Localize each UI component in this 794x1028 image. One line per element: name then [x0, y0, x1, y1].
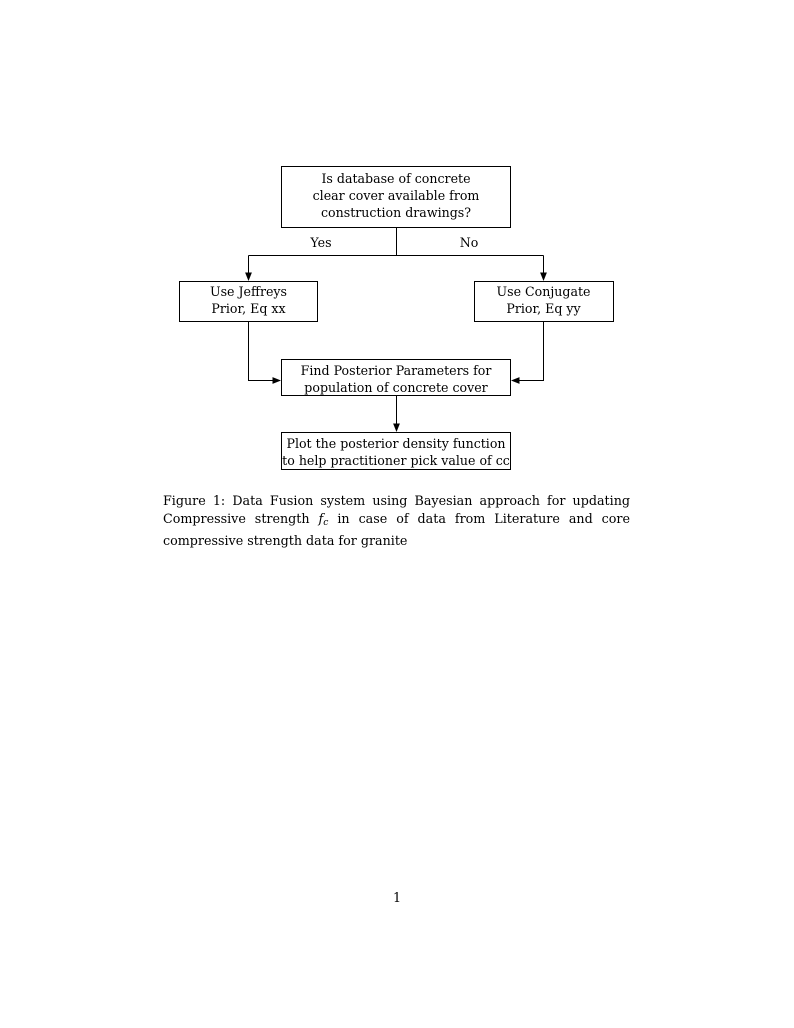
figure-1-flowchart: Is database of concrete clear cover avai…	[0, 0, 794, 490]
figure-caption: Figure 1: Data Fusion system using Bayes…	[163, 492, 630, 550]
node-jeffreys-box	[179, 281, 318, 322]
connector-jeffreys-to-posterior	[248, 322, 274, 381]
node-plot-box	[281, 432, 511, 470]
node-use-conjugate-prior[interactable]: Use Conjugate Prior, Eq yy	[474, 281, 614, 322]
edge-label-no: No	[460, 235, 479, 250]
node-conjugate-line-2: Prior, Eq yy	[506, 301, 581, 316]
page-number: 1	[392, 890, 402, 905]
node-jeffreys-line-2: Prior, Eq xx	[211, 301, 285, 316]
node-posterior-box	[281, 359, 511, 396]
node-use-jeffreys-prior[interactable]: Use Jeffreys Prior, Eq xx	[179, 281, 318, 322]
node-decision[interactable]: Is database of concrete clear cover avai…	[281, 166, 511, 228]
figure-caption-math-subscript: c	[323, 517, 329, 528]
arrowhead-into-conjugate	[540, 272, 547, 281]
connector-conjugate-to-posterior	[518, 322, 544, 381]
node-decision-line-3: construction drawings?	[321, 205, 471, 220]
node-plot-line-1: Plot the posterior density function	[286, 436, 505, 451]
edge-label-yes: Yes	[309, 235, 331, 250]
node-plot-line-2: to help practitioner pick value of cc	[282, 453, 510, 468]
arrowhead-into-jeffreys	[245, 272, 252, 281]
node-find-posterior-parameters[interactable]: Find Posterior Parameters for population…	[281, 359, 511, 396]
node-decision-line-2: clear cover available from	[313, 188, 480, 203]
node-decision-box	[281, 166, 511, 228]
node-conjugate-line-1: Use Conjugate	[497, 284, 591, 299]
arrowhead-posterior-right	[511, 377, 520, 384]
node-plot-posterior-density[interactable]: Plot the posterior density function to h…	[281, 432, 511, 470]
node-decision-line-1: Is database of concrete	[321, 171, 470, 186]
figure-caption-text-before: Data Fusion system using Bayesian approa…	[163, 493, 630, 526]
node-posterior-line-1: Find Posterior Parameters for	[301, 363, 493, 378]
node-jeffreys-line-1: Use Jeffreys	[210, 284, 287, 299]
figure-caption-label: Figure 1:	[163, 493, 226, 508]
node-conjugate-box	[474, 281, 614, 322]
node-posterior-line-2: population of concrete cover	[304, 380, 488, 395]
arrowhead-posterior-left	[272, 377, 281, 384]
flowchart-svg: Is database of concrete clear cover avai…	[179, 166, 614, 470]
figure-caption-text-after: in case of data from Literature and core…	[163, 510, 630, 549]
arrowhead-into-plot	[393, 423, 400, 432]
figure-caption-math-variable: f	[318, 510, 324, 526]
